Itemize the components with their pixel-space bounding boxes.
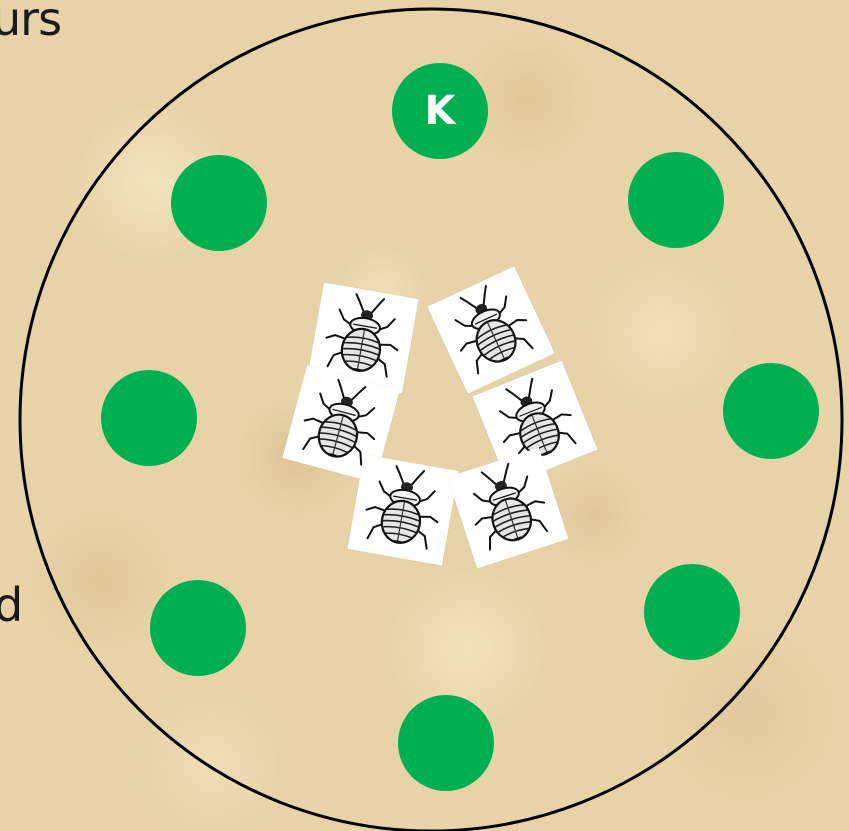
bedbug-card-5[interactable]	[347, 454, 458, 565]
seat-k[interactable]: K	[392, 63, 488, 159]
seat-upper-right[interactable]	[628, 152, 724, 248]
seat-upper-left[interactable]	[171, 155, 267, 251]
seat-lower-right[interactable]	[644, 564, 740, 660]
seat-k-label: K	[392, 63, 488, 159]
seat-right[interactable]	[723, 363, 819, 459]
seat-left[interactable]	[101, 370, 197, 466]
seat-lower-left[interactable]	[150, 580, 246, 676]
seat-bottom[interactable]	[398, 695, 494, 791]
bedbug-icon	[347, 454, 458, 565]
